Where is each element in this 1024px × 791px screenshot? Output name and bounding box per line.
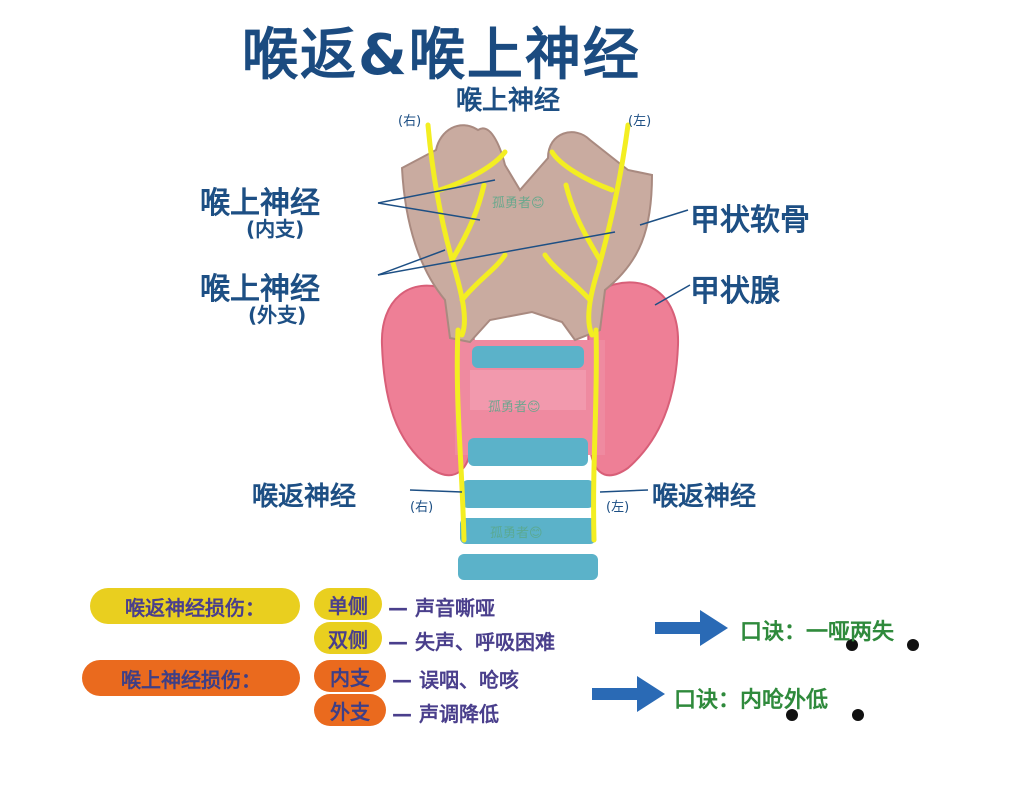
- rln-left: [591, 327, 599, 543]
- rln-unilateral-tag: 单侧: [314, 588, 382, 620]
- sln-external-tag: 外支: [314, 694, 386, 726]
- label-thyroid-cartilage: 甲状软骨: [690, 203, 810, 238]
- label-sln-internal-sub: (内支): [246, 217, 305, 241]
- sln-internal-text: — 误咽、呛咳: [392, 668, 519, 692]
- trachea-band-1: [470, 370, 586, 410]
- dot-icon: [786, 709, 798, 721]
- arrow-right-icon: [592, 676, 665, 712]
- leader-rln-right: [409, 489, 463, 493]
- rln-mnemonic: 口诀：一哑两失: [740, 620, 895, 645]
- watermark: 孤勇者😊: [488, 400, 541, 415]
- leader-rln-left: [599, 489, 649, 493]
- label-sln-top: 喉上神经: [456, 86, 561, 116]
- sln-mnemonic: 口诀：内呛外低: [674, 688, 829, 713]
- label-sln-internal: 喉上神经: [200, 186, 320, 221]
- trachea-ring-4: [460, 518, 596, 544]
- sln-left-branch-a: [549, 149, 615, 193]
- trachea-ring-3: [462, 480, 594, 508]
- arrow-right-icon: [655, 610, 728, 646]
- sln-internal-tag: 内支: [314, 660, 386, 692]
- rln-right: [454, 327, 467, 543]
- nerves: [425, 122, 631, 543]
- label-thyroid-gland: 甲状腺: [690, 274, 780, 309]
- sln-right-branch-b: [449, 182, 487, 263]
- sln-injury-label: 喉上神经损伤：: [82, 660, 300, 696]
- dot-icon: [846, 639, 858, 651]
- leader-lines: [377, 179, 691, 493]
- page-title: 喉返&喉上神经: [242, 23, 641, 88]
- sln-external-text: — 声调降低: [392, 702, 499, 726]
- label-rln-left: 喉返神经: [652, 482, 757, 512]
- watermark: 孤勇者😊: [490, 526, 543, 541]
- leader-sln-internal-b: [377, 202, 481, 221]
- trachea: [458, 346, 598, 580]
- label-left-top: (左): [628, 114, 652, 129]
- dot-icon: [907, 639, 919, 651]
- rln-bilateral-tag: 双侧: [314, 622, 382, 654]
- rln-unilateral-text: — 声音嘶哑: [388, 596, 495, 620]
- label-rln-right-side: (右): [410, 500, 434, 515]
- leader-sln-external-a: [377, 249, 446, 276]
- sln-right-branch-c: [459, 252, 508, 303]
- label-sln-external: 喉上神经: [200, 272, 320, 307]
- label-rln-left-side: (左): [606, 500, 630, 515]
- trachea-ring-5: [458, 554, 598, 580]
- sln-left-branch-c: [542, 252, 593, 303]
- sln-right-branch-a: [437, 149, 508, 193]
- watermark: 孤勇者😊: [492, 196, 545, 211]
- trachea-ring-1: [472, 346, 584, 368]
- trachea-ring-2: [468, 438, 588, 466]
- leader-sln-internal-a: [377, 179, 496, 204]
- leader-thyroid-cartilage: [639, 209, 689, 226]
- rln-bilateral-text: — 失声、呼吸困难: [388, 630, 555, 654]
- label-rln-right: 喉返神经: [252, 482, 357, 512]
- leader-thyroid-gland: [654, 284, 691, 306]
- rln-injury-label: 喉返神经损伤：: [90, 588, 300, 624]
- label-sln-external-sub: (外支): [248, 303, 307, 327]
- dot-icon: [852, 709, 864, 721]
- leader-sln-external-b: [377, 231, 616, 276]
- sln-left-branch-b: [563, 182, 603, 263]
- label-right-top: (右): [398, 114, 422, 129]
